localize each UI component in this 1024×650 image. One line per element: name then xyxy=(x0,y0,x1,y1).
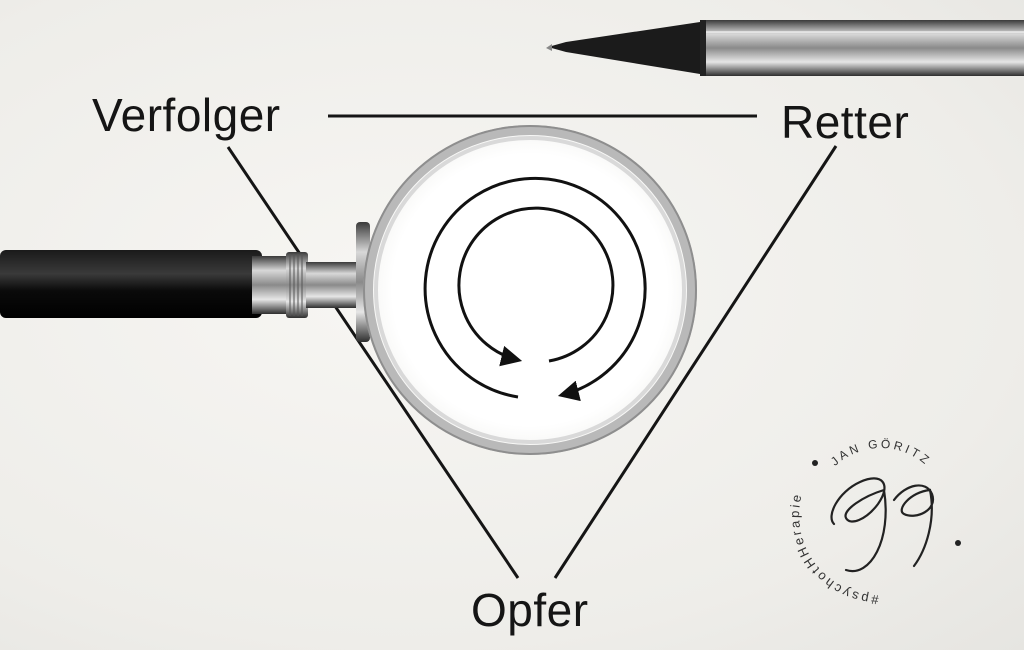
line-persecutor-victim xyxy=(226,146,520,579)
brand-logo: JAN GÖRITZ #psychotHHerapie xyxy=(787,437,961,607)
logo-name-text: JAN GÖRITZ xyxy=(828,437,934,469)
outer-cycle-arrow xyxy=(423,176,647,402)
role-label-rescuer: Retter xyxy=(781,96,910,148)
magnifying-glass-illustration xyxy=(0,125,697,455)
inner-cycle-arrow xyxy=(457,206,615,367)
logo-signature-monogram xyxy=(830,477,935,573)
line-rescuer-victim xyxy=(553,145,838,579)
pen-illustration xyxy=(546,20,1024,76)
triangle-lines xyxy=(226,114,838,579)
cycle-arrows xyxy=(423,176,647,402)
logo-dot-left xyxy=(812,460,818,466)
role-label-victim: Opfer xyxy=(471,584,589,636)
logo-dot-right xyxy=(955,540,961,546)
role-label-persecutor: Verfolger xyxy=(92,89,281,141)
